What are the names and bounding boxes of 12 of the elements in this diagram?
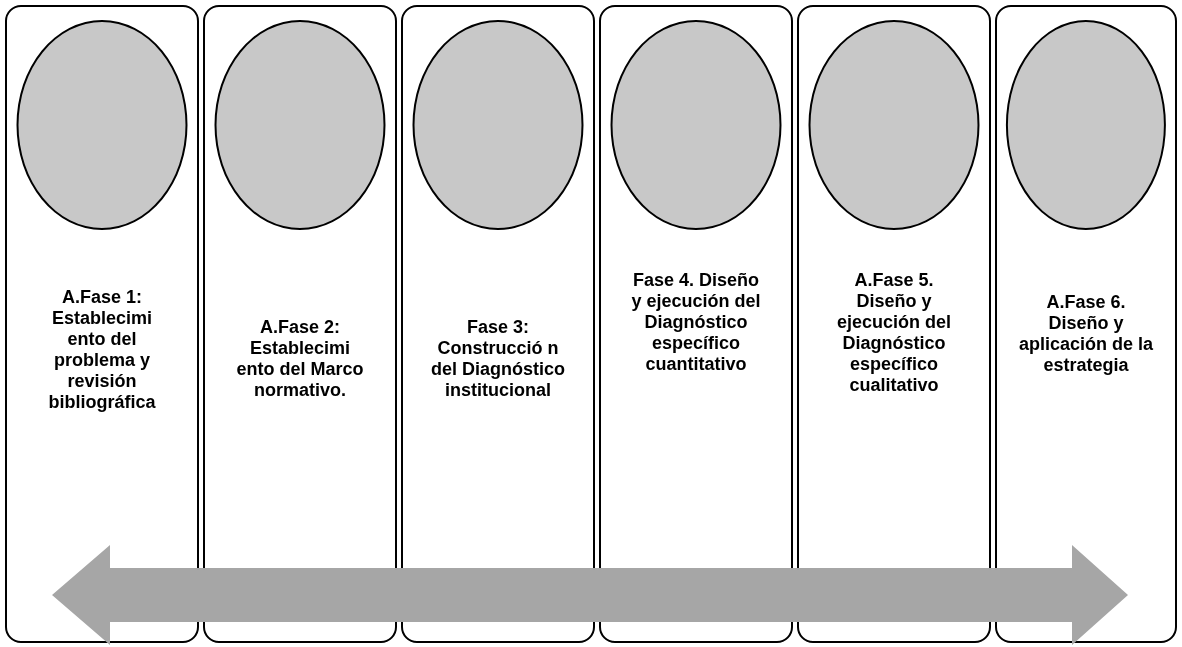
phase-title: Fase 4. Diseño y ejecución del Diagnóstico específico cuantitativo bbox=[630, 270, 762, 375]
phase-card bbox=[401, 5, 595, 643]
phase-title: A.Fase 1: Establecimi ento del problema y revisión bibliográfica bbox=[47, 287, 157, 413]
phase-title: A.Fase 2: Establecimi ento del Marco normativo. bbox=[235, 317, 365, 401]
phase-card bbox=[599, 5, 793, 643]
phase-card bbox=[797, 5, 991, 643]
phase-card bbox=[995, 5, 1177, 643]
phase-title: A.Fase 5. Diseño y ejecución del Diagnóstico específico cualitativo bbox=[835, 270, 952, 396]
phase-title: Fase 3: Construcció n del Diagnóstico institucional bbox=[430, 317, 566, 401]
phase-card bbox=[5, 5, 199, 643]
phase-card bbox=[203, 5, 397, 643]
phase-title: A.Fase 6. Diseño y aplicación de la estrategia bbox=[1017, 292, 1155, 376]
